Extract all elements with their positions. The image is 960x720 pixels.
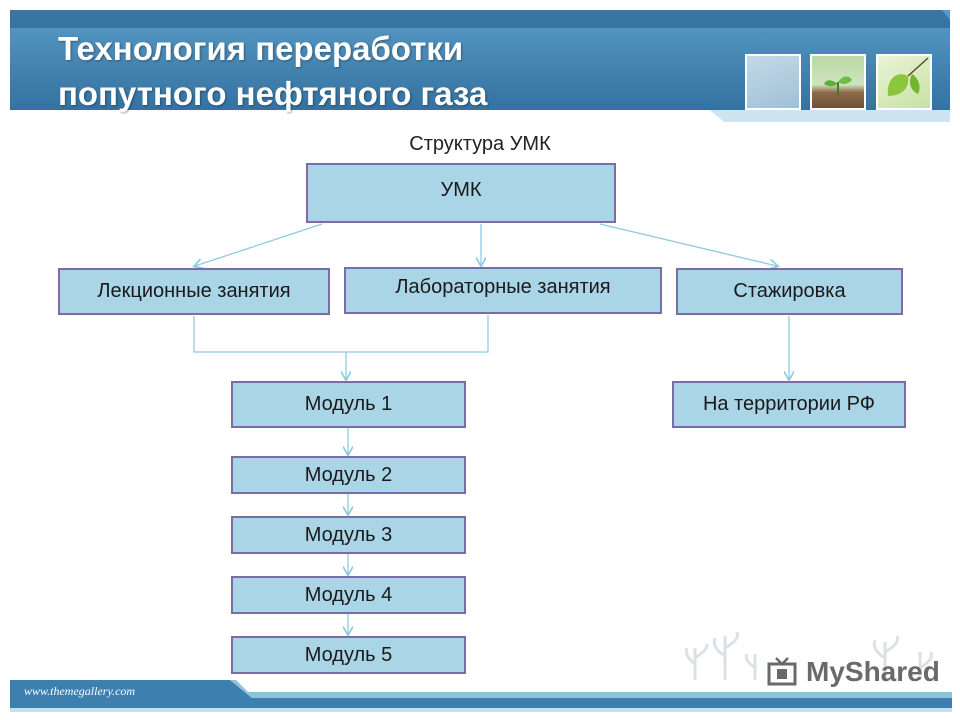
node-labs: Лабораторные занятия [344, 267, 662, 314]
node-module-3: Модуль 3 [231, 516, 466, 554]
slide-title: Технология переработки попутного нефтяно… [58, 30, 488, 112]
node-russia: На территории РФ [672, 381, 906, 428]
thumbnail-sky [745, 54, 801, 110]
watermark-logo: MyShared [766, 656, 940, 688]
thumbnail-leaves [876, 54, 932, 110]
watermark-text: MyShared [806, 656, 940, 687]
node-module-2: Модуль 2 [231, 456, 466, 494]
node-umk: УМК [306, 163, 616, 223]
node-module-4: Модуль 4 [231, 576, 466, 614]
node-module-1: Модуль 1 [231, 381, 466, 428]
presentation-icon [767, 657, 797, 686]
bracket-lectures-labs [193, 315, 489, 353]
slide-header: Технология переработки попутного нефтяно… [10, 10, 950, 122]
node-module-5: Модуль 5 [231, 636, 466, 674]
footer-url[interactable]: www.themegallery.com [24, 684, 136, 698]
arrow-umk-lectures [195, 223, 323, 266]
sprout-icon [824, 76, 852, 96]
node-internship: Стажировка [676, 268, 903, 315]
footer-bar [0, 680, 960, 720]
diagram-caption: Структура УМК [409, 133, 551, 155]
arrow-umk-internship [599, 223, 777, 266]
leaves-icon [887, 57, 929, 96]
node-lectures: Лекционные занятия [58, 268, 330, 315]
thumbnail-sprout [810, 54, 866, 110]
